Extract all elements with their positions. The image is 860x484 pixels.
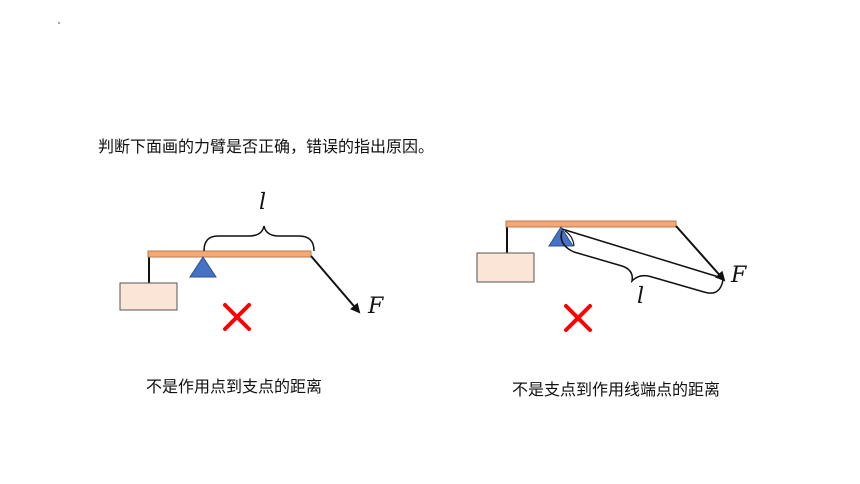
left-force-arrow: [310, 255, 361, 314]
right-caption: 不是支点到作用线端点的距离: [512, 380, 721, 399]
question-text: 判断下面画的力臂是否正确，错误的指出原因。: [98, 137, 435, 156]
left-cross-icon: [223, 303, 251, 331]
right-lever-bar: [505, 220, 677, 228]
right-weight-box: [476, 252, 535, 283]
right-lever-diagram: l F: [476, 220, 747, 332]
right-fulcrum-arc: [564, 230, 575, 247]
right-arm-brace: [560, 230, 724, 294]
left-arm-label: l: [259, 190, 266, 215]
right-distance-line: [561, 228, 723, 279]
corner-dot: [58, 22, 60, 24]
right-arm-label: l: [637, 284, 644, 309]
left-weight-box: [119, 282, 178, 311]
left-lever-diagram: l F: [119, 190, 384, 331]
right-force-label: F: [730, 263, 747, 288]
left-lever-bar: [147, 250, 312, 258]
right-cross-icon: [564, 304, 592, 332]
left-force-label: F: [367, 294, 384, 319]
left-arm-brace: [203, 225, 315, 252]
left-caption: 不是作用点到支点的距离: [146, 377, 323, 396]
right-force-arrow: [675, 225, 726, 282]
left-fulcrum-triangle: [189, 256, 217, 278]
